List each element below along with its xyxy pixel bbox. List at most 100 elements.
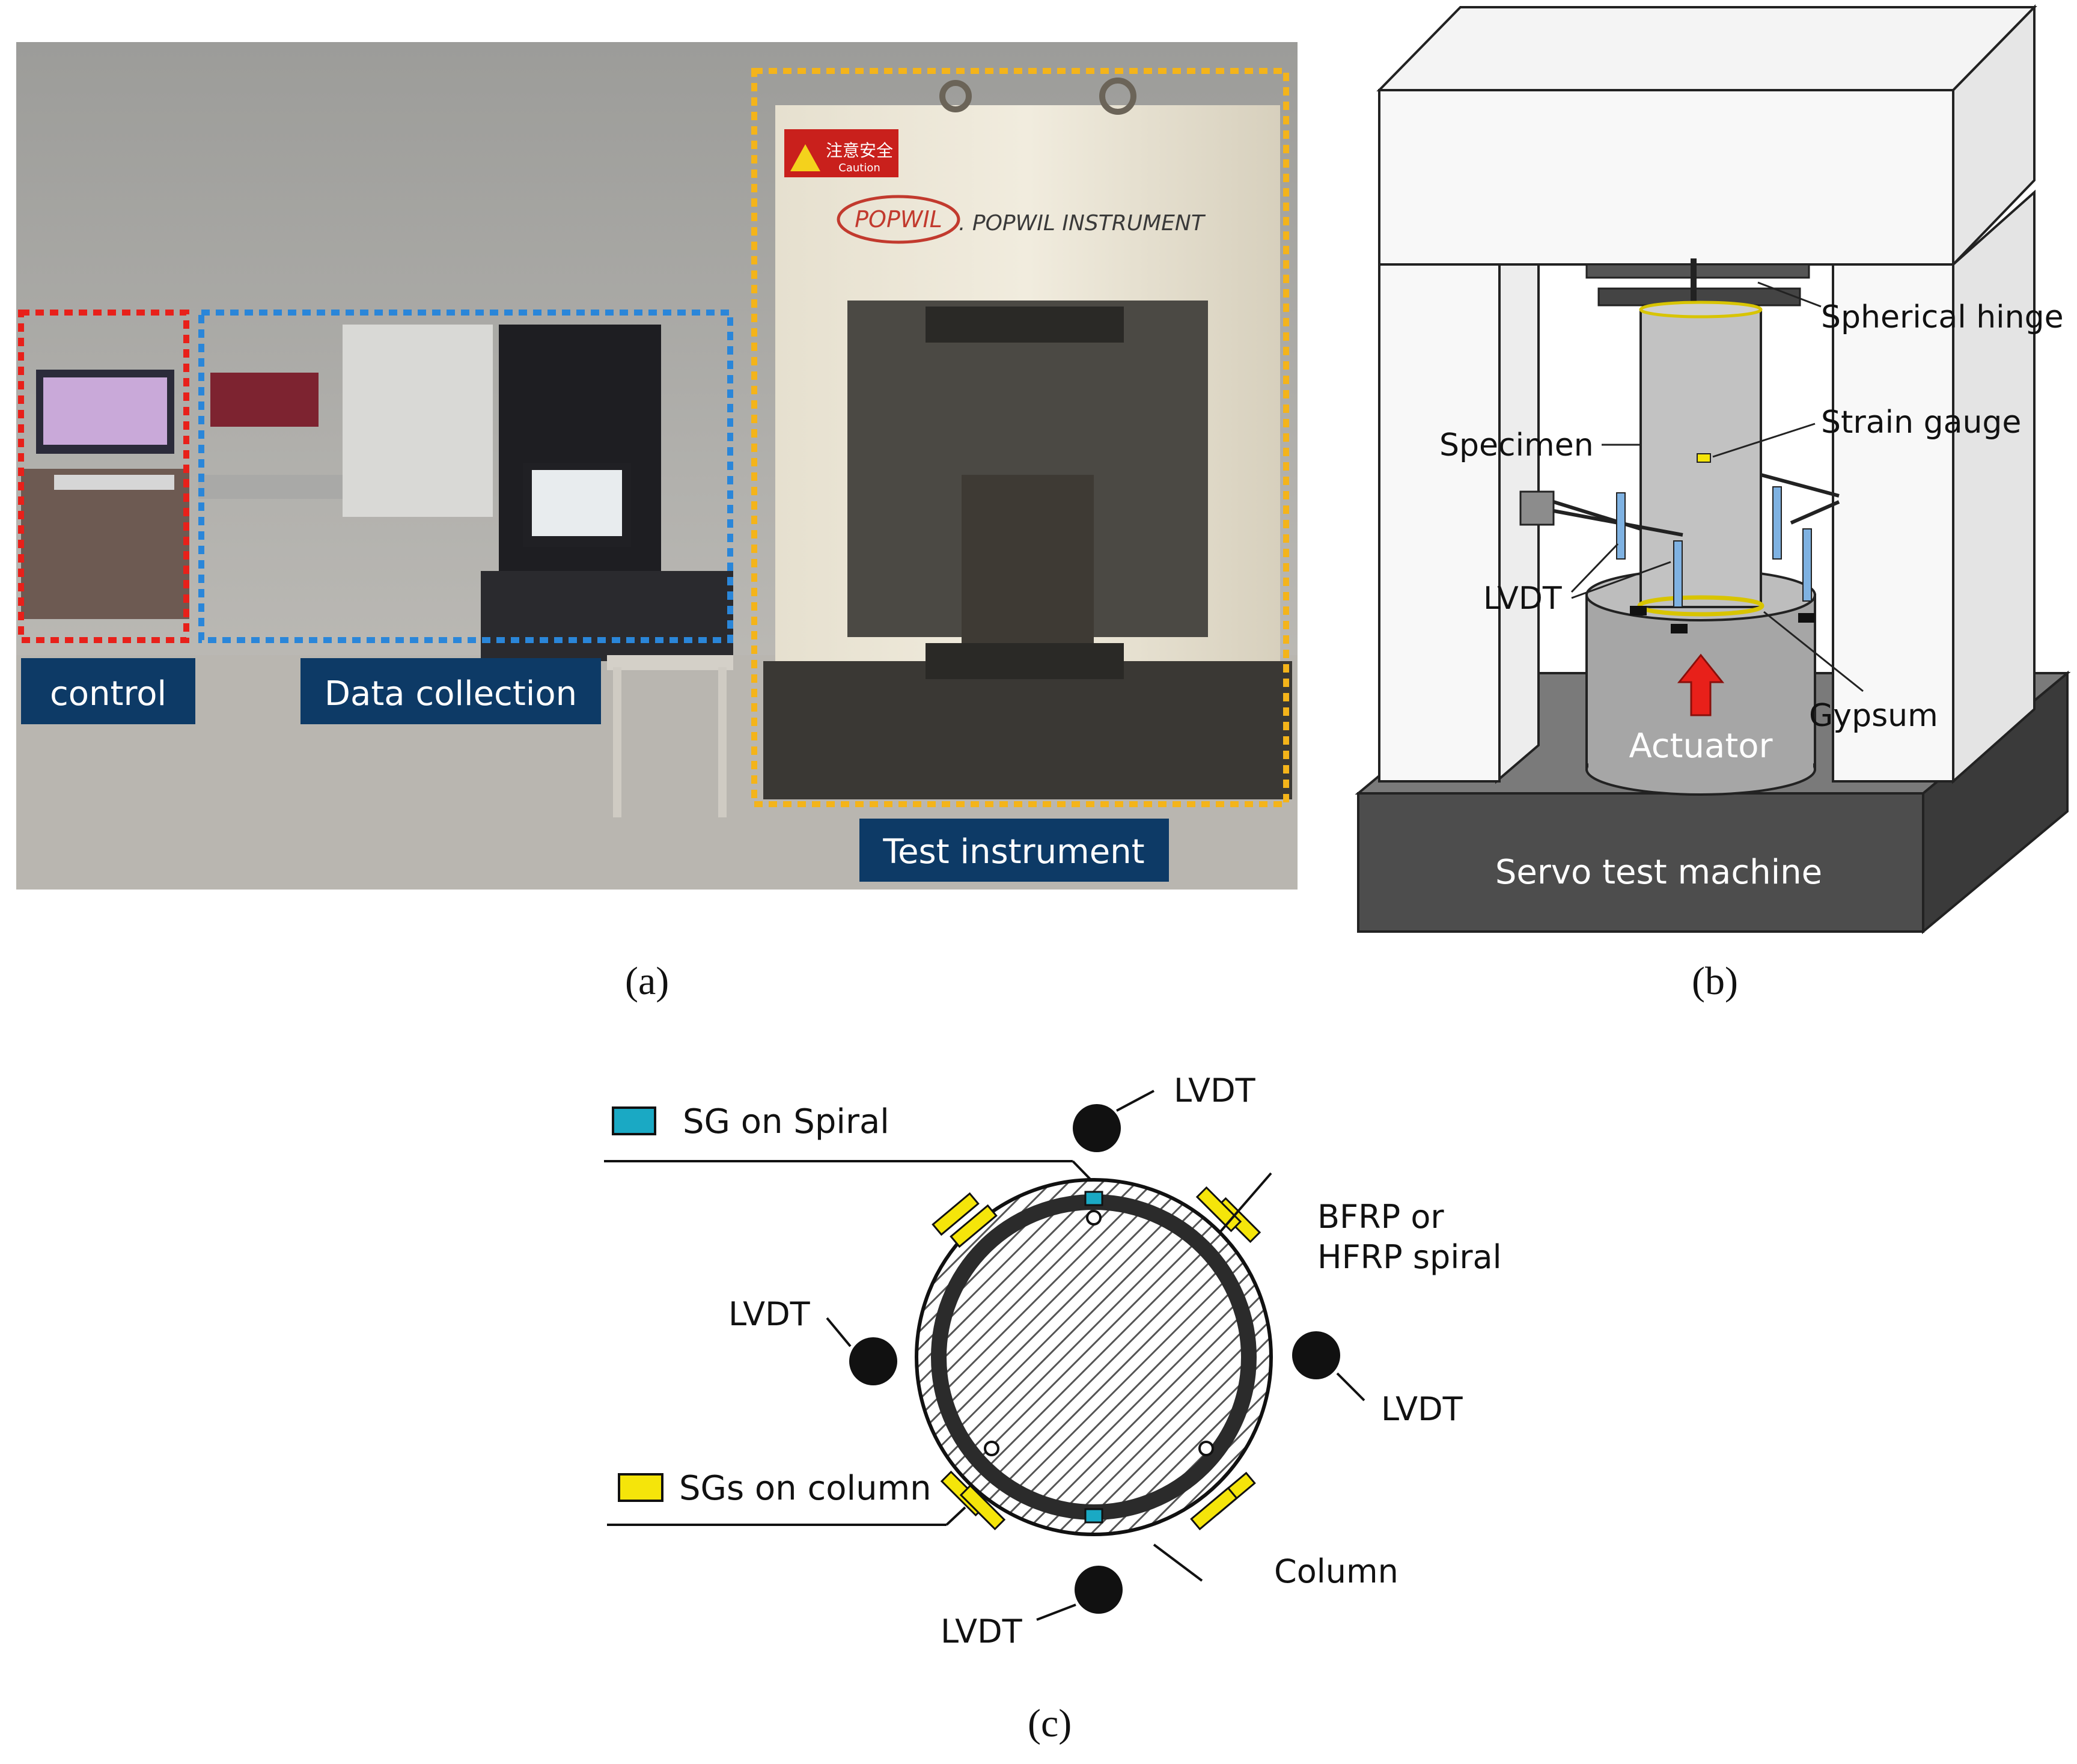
- lvdt-foot-3: [1630, 606, 1647, 615]
- lvdt-arm-right-1: [1760, 473, 1840, 498]
- panel-a-photo: 注意安全 Caution POPWIL . POPWIL INSTRUMENT …: [16, 42, 1298, 890]
- rebar-bottom-left: [984, 1441, 999, 1456]
- strain-gauge-mark: [1697, 453, 1711, 463]
- panel-b-schematic: Servo test machine Actuator Spherical hi…: [1355, 4, 2071, 935]
- actuator-label: Actuator: [1629, 727, 1773, 766]
- lvdt-arm-right-2: [1790, 500, 1840, 525]
- lvdt-dot-top: [1073, 1104, 1121, 1152]
- right-column-side: [1952, 189, 2036, 784]
- sg-column-top-left: [932, 1192, 980, 1236]
- test-platen-top: [926, 307, 1124, 343]
- test-platen-bottom: [926, 643, 1124, 679]
- lvdt-dot-left: [849, 1337, 897, 1385]
- leader-lvdt-1: [1570, 543, 1619, 593]
- lvdt-foot-1: [1671, 624, 1688, 633]
- sg-spiral-legend-swatch: [612, 1106, 656, 1135]
- instrument-text: . POPWIL INSTRUMENT: [959, 211, 1206, 236]
- lvdt-rod-1: [1616, 492, 1626, 560]
- leader-lvdt-2: [1571, 561, 1671, 599]
- strain-gauge-label: Strain gauge: [1821, 404, 2021, 441]
- servo-label: Servo test machine: [1495, 853, 1822, 892]
- spherical-hinge-label: Spherical hinge: [1821, 299, 2064, 335]
- crossbeam-top: [1376, 6, 2037, 91]
- warning-triangle-icon: [790, 144, 820, 171]
- lvdt-left-leader: [826, 1317, 852, 1347]
- stool-leg-right: [718, 667, 727, 817]
- hinge-plate-top: [1585, 263, 1810, 279]
- test-instrument-label-bg: [859, 819, 1169, 882]
- caution-en: Caution: [838, 162, 880, 174]
- lvdt-dot-right: [1292, 1331, 1340, 1379]
- control-monitor-screen: [43, 377, 167, 445]
- sg-column-bottom-right-2: [1190, 1486, 1238, 1531]
- stool-leg-left: [613, 667, 621, 817]
- sg-column-leader-2: [945, 1506, 966, 1526]
- test-machine-base: [763, 661, 1292, 799]
- lvdt-rod-2: [1673, 540, 1683, 608]
- stool-top: [607, 655, 733, 670]
- lvdt-bottom-leader: [1036, 1604, 1076, 1621]
- brand-text: POPWIL: [855, 206, 942, 233]
- caption-b: (b): [1692, 959, 1738, 1003]
- bfrp-label-line1: BFRP or: [1317, 1198, 1444, 1236]
- keyboard: [54, 475, 174, 490]
- column-label: Column: [1274, 1552, 1398, 1590]
- column-outline: [915, 1178, 1273, 1536]
- caution-cn: 注意安全: [826, 141, 893, 160]
- data-laptop-screen: [532, 470, 622, 536]
- rebar-bottom-right: [1198, 1441, 1214, 1456]
- column-leader: [1153, 1543, 1203, 1582]
- leader-spherical-hinge: [1757, 281, 1822, 308]
- lvdt-rod-4: [1802, 528, 1812, 602]
- caption-c: (c): [1028, 1701, 1072, 1745]
- right-column-front: [1832, 263, 1954, 783]
- crossbeam-side: [1952, 4, 2036, 267]
- bfrp-leader: [1219, 1172, 1272, 1233]
- panel-c-cross-section: SG on Spiral SGs on column LVDT LVDT LVD…: [604, 1072, 1502, 1650]
- caption-a: (a): [625, 959, 669, 1003]
- leader-gypsum: [1763, 611, 1864, 692]
- sg-column-legend-swatch: [618, 1473, 663, 1502]
- lvdt-top-leader: [1116, 1090, 1154, 1112]
- lvdt-box-left: [1519, 490, 1555, 526]
- test-instrument-outline: [751, 68, 1289, 807]
- specimen-label: Specimen: [1439, 427, 1594, 463]
- lvdt-top-label: LVDT: [1174, 1072, 1256, 1109]
- lvdt-foot-2: [1798, 613, 1815, 623]
- data-collection-label-bg: [300, 658, 601, 724]
- brand-logo: [837, 195, 960, 244]
- lvdt-rod-3: [1772, 486, 1782, 560]
- lifting-ring-right: [1099, 78, 1136, 115]
- control-label: control: [50, 674, 166, 713]
- data-collection-label: Data collection: [325, 674, 577, 713]
- bfrp-label-line2: HFRP spiral: [1317, 1238, 1502, 1276]
- data-amplifier: [210, 373, 319, 427]
- sg-column-bottom-left-2: [959, 1484, 1006, 1531]
- gypsum-label: Gypsum: [1809, 698, 1938, 734]
- lvdt-right-label: LVDT: [1381, 1390, 1463, 1428]
- lvdt-label: LVDT: [1483, 581, 1562, 617]
- crossbeam-front: [1378, 89, 1954, 266]
- rebar-top: [1086, 1210, 1102, 1225]
- hinge-bolt: [1691, 258, 1697, 307]
- control-desk: [21, 469, 189, 619]
- left-column-front: [1378, 263, 1501, 783]
- lifting-ring-left: [939, 80, 972, 112]
- sg-column-top-left-2: [950, 1204, 998, 1248]
- lvdt-right-leader: [1336, 1372, 1365, 1402]
- lvdt-left-label: LVDT: [728, 1295, 811, 1333]
- sg-spiral-legend-label: SG on Spiral: [683, 1102, 889, 1141]
- test-instrument-label: Test instrument: [882, 832, 1144, 871]
- actuator-arrow-icon: [1677, 653, 1725, 716]
- sg-spiral-bottom: [1084, 1508, 1103, 1524]
- data-collection-outline: [198, 310, 733, 643]
- sg-spiral-top: [1084, 1191, 1103, 1206]
- control-label-bg: [21, 658, 195, 724]
- data-cabinet: [343, 325, 493, 517]
- specimen-top: [1639, 301, 1763, 319]
- lvdt-dot-bottom: [1075, 1566, 1123, 1614]
- test-specimen: [962, 475, 1094, 643]
- lvdt-bottom-label: LVDT: [941, 1613, 1023, 1650]
- data-cart: [481, 571, 733, 661]
- sg-column-legend-label: SGs on column: [679, 1469, 932, 1508]
